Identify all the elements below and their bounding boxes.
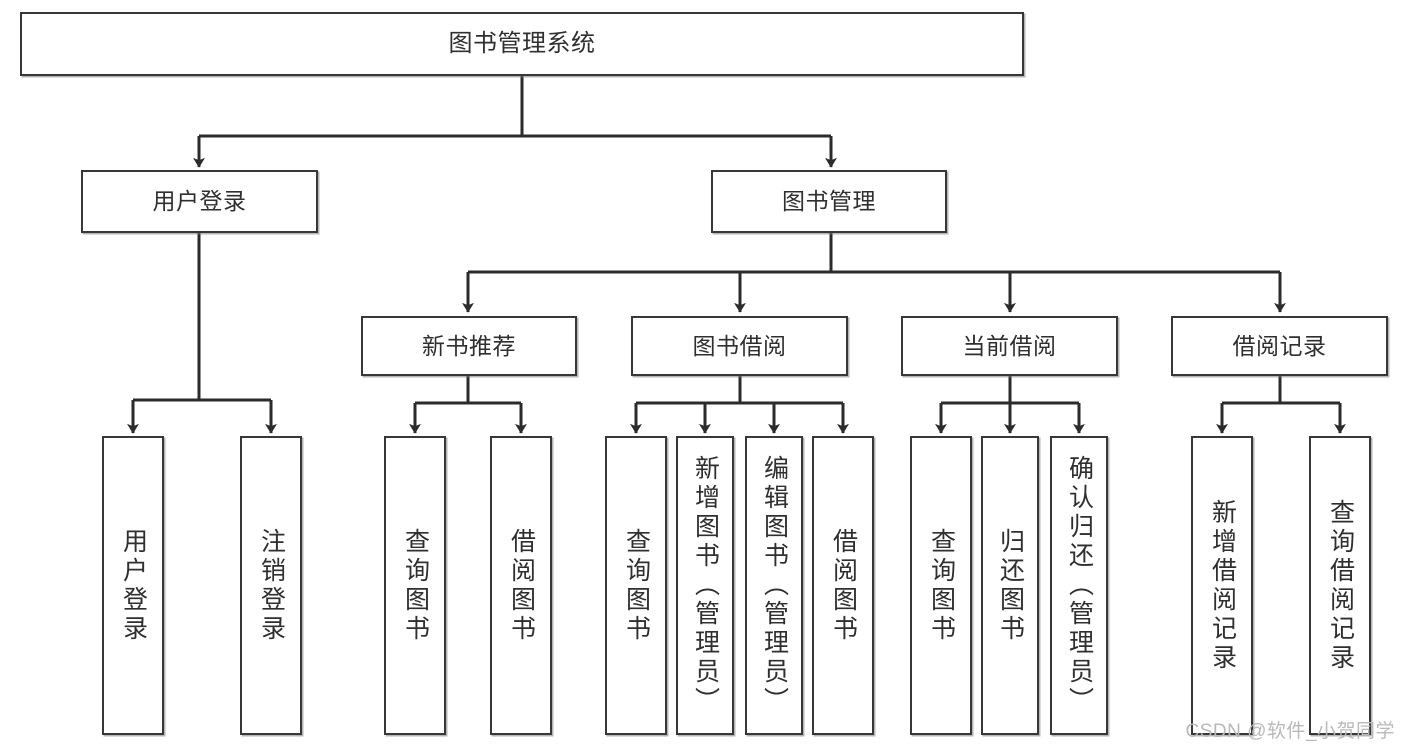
node-label: 当前借阅 [962, 332, 1057, 359]
node-leaf-add-book[interactable]: 新增图书（管理员） [676, 436, 734, 735]
node-current-borrow[interactable]: 当前借阅 [901, 316, 1118, 376]
node-label: 确认归还（管理员） [1065, 455, 1094, 716]
node-label: 借阅图书 [829, 527, 858, 644]
node-label: 借阅记录 [1232, 332, 1327, 359]
node-root-system[interactable]: 图书管理系统 [20, 12, 1024, 76]
node-label: 图书管理 [782, 188, 876, 215]
node-label: 新书推荐 [422, 332, 516, 359]
node-borrow-record[interactable]: 借阅记录 [1171, 316, 1388, 376]
node-leaf-confirm-return[interactable]: 确认归还（管理员） [1050, 436, 1108, 735]
node-book-borrow[interactable]: 图书借阅 [631, 316, 848, 376]
node-leaf-query-book-2[interactable]: 查询图书 [605, 436, 667, 735]
node-leaf-logout-login[interactable]: 注销登录 [240, 436, 302, 735]
node-leaf-edit-book[interactable]: 编辑图书（管理员） [745, 436, 803, 735]
node-label: 编辑图书（管理员） [760, 455, 789, 716]
node-leaf-borrow-book-2[interactable]: 借阅图书 [812, 436, 874, 735]
node-leaf-add-record[interactable]: 新增借阅记录 [1191, 436, 1253, 735]
node-leaf-query-book-1[interactable]: 查询图书 [384, 436, 446, 735]
node-leaf-borrow-book-1[interactable]: 借阅图书 [490, 436, 552, 735]
node-label: 注销登录 [257, 527, 286, 644]
node-label: 图书借阅 [692, 332, 787, 359]
node-label: 查询图书 [622, 527, 651, 644]
node-label: 归还图书 [996, 527, 1025, 644]
node-label: 新增借阅记录 [1208, 498, 1237, 673]
node-label: 新增图书（管理员） [691, 455, 720, 716]
node-leaf-query-record[interactable]: 查询借阅记录 [1309, 436, 1371, 735]
node-label: 查询借阅记录 [1326, 498, 1355, 673]
node-label: 用户登录 [152, 188, 247, 215]
csdn-watermark: CSDN @软件_小贺同学 [1185, 721, 1395, 742]
node-label: 查询图书 [927, 527, 956, 644]
node-label: 借阅图书 [507, 527, 536, 644]
node-user-login[interactable]: 用户登录 [81, 170, 318, 233]
node-leaf-return-book[interactable]: 归还图书 [981, 436, 1039, 735]
node-leaf-user-login[interactable]: 用户登录 [102, 436, 164, 735]
node-leaf-query-book-3[interactable]: 查询图书 [910, 436, 972, 735]
node-label: 图书管理系统 [448, 30, 596, 58]
node-label: 查询图书 [401, 527, 430, 644]
node-book-management[interactable]: 图书管理 [711, 170, 947, 233]
node-label: 用户登录 [119, 527, 148, 644]
node-new-book-recommend[interactable]: 新书推荐 [361, 316, 577, 376]
